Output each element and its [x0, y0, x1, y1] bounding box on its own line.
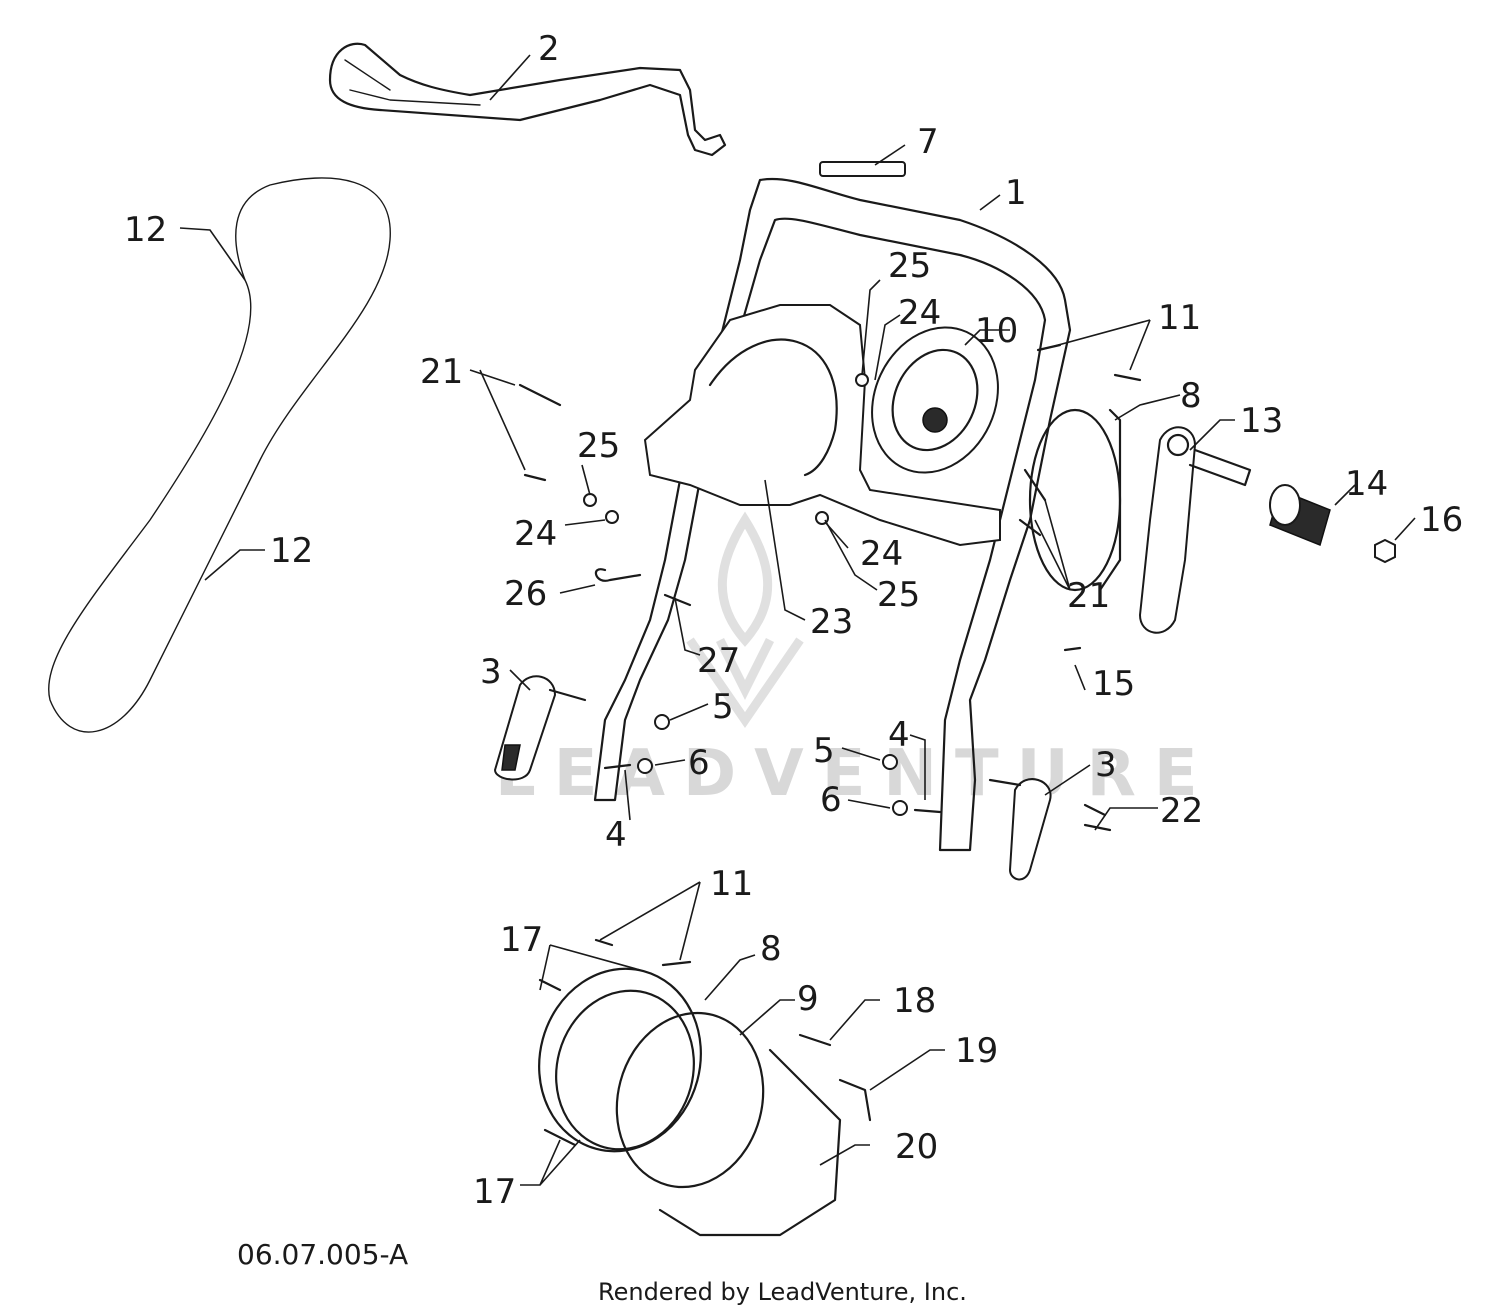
- cable-part: [48, 177, 391, 733]
- callout-19: 19: [955, 1031, 998, 1071]
- callout-22: 22: [1160, 791, 1203, 831]
- lever-arm-part: [1138, 426, 1252, 634]
- callout-21-left: 21: [420, 352, 463, 392]
- callout-3-right: 3: [1095, 745, 1117, 785]
- handle-knob-left-part: [493, 675, 587, 781]
- callout-5-right: 5: [813, 731, 835, 771]
- callout-labels: 2 7 1 12 12 25 24 10 11 21 25 8 13 14 16…: [124, 29, 1463, 1212]
- lower-assembly-parts: [538, 967, 872, 1237]
- cable-bracket-right-part: [1028, 408, 1122, 592]
- callout-12-upper: 12: [124, 210, 167, 250]
- callout-4-right: 4: [888, 715, 910, 755]
- callout-25-center: 25: [877, 575, 920, 615]
- callout-23: 23: [810, 602, 853, 642]
- callout-26: 26: [504, 574, 547, 614]
- callout-8-lower: 8: [760, 929, 782, 969]
- callout-9: 9: [797, 979, 819, 1019]
- callout-11-upper: 11: [1158, 298, 1201, 338]
- handle-knob-right-part: [988, 778, 1052, 881]
- callout-5-left: 5: [712, 687, 734, 727]
- hardware-parts: [518, 373, 1112, 832]
- decal-part: [819, 161, 906, 177]
- callout-25-top: 25: [888, 246, 931, 286]
- callout-7: 7: [917, 122, 939, 162]
- callout-17-lower: 17: [473, 1172, 516, 1212]
- upper-handle-part: [328, 42, 727, 157]
- nut-part: [1374, 538, 1396, 564]
- callout-1: 1: [1005, 173, 1027, 213]
- callout-20: 20: [895, 1127, 938, 1167]
- callout-4-left: 4: [605, 815, 627, 855]
- callout-25-left: 25: [577, 426, 620, 466]
- callout-27: 27: [697, 641, 740, 681]
- callout-17-upper: 17: [500, 920, 543, 960]
- callout-24-left: 24: [514, 514, 557, 554]
- callout-21-right: 21: [1067, 576, 1110, 616]
- callout-18: 18: [893, 981, 936, 1021]
- callout-16: 16: [1420, 500, 1463, 540]
- pulley-part: [871, 326, 999, 474]
- callout-24-center: 24: [860, 534, 903, 574]
- callout-14: 14: [1345, 464, 1388, 504]
- callout-6-left: 6: [688, 743, 710, 783]
- callout-15: 15: [1092, 664, 1135, 704]
- callout-10: 10: [975, 311, 1018, 351]
- grip-part: [1269, 484, 1331, 547]
- callout-13: 13: [1240, 401, 1283, 441]
- diagram-id: 06.07.005-A: [237, 1238, 408, 1271]
- leader-lines: [179, 54, 1416, 1186]
- callout-12-lower: 12: [270, 531, 313, 571]
- callout-2: 2: [538, 29, 560, 69]
- callout-3-left: 3: [480, 652, 502, 692]
- credit-line: Rendered by LeadVenture, Inc.: [598, 1278, 967, 1306]
- lower-handle-frame-part: [593, 178, 1072, 852]
- control-panel-part: [643, 304, 1001, 547]
- callout-24-top: 24: [898, 293, 941, 333]
- callout-11-lower: 11: [710, 864, 753, 904]
- callout-6-right: 6: [820, 780, 842, 820]
- watermark-logo: [686, 511, 804, 728]
- callout-8-upper: 8: [1180, 376, 1202, 416]
